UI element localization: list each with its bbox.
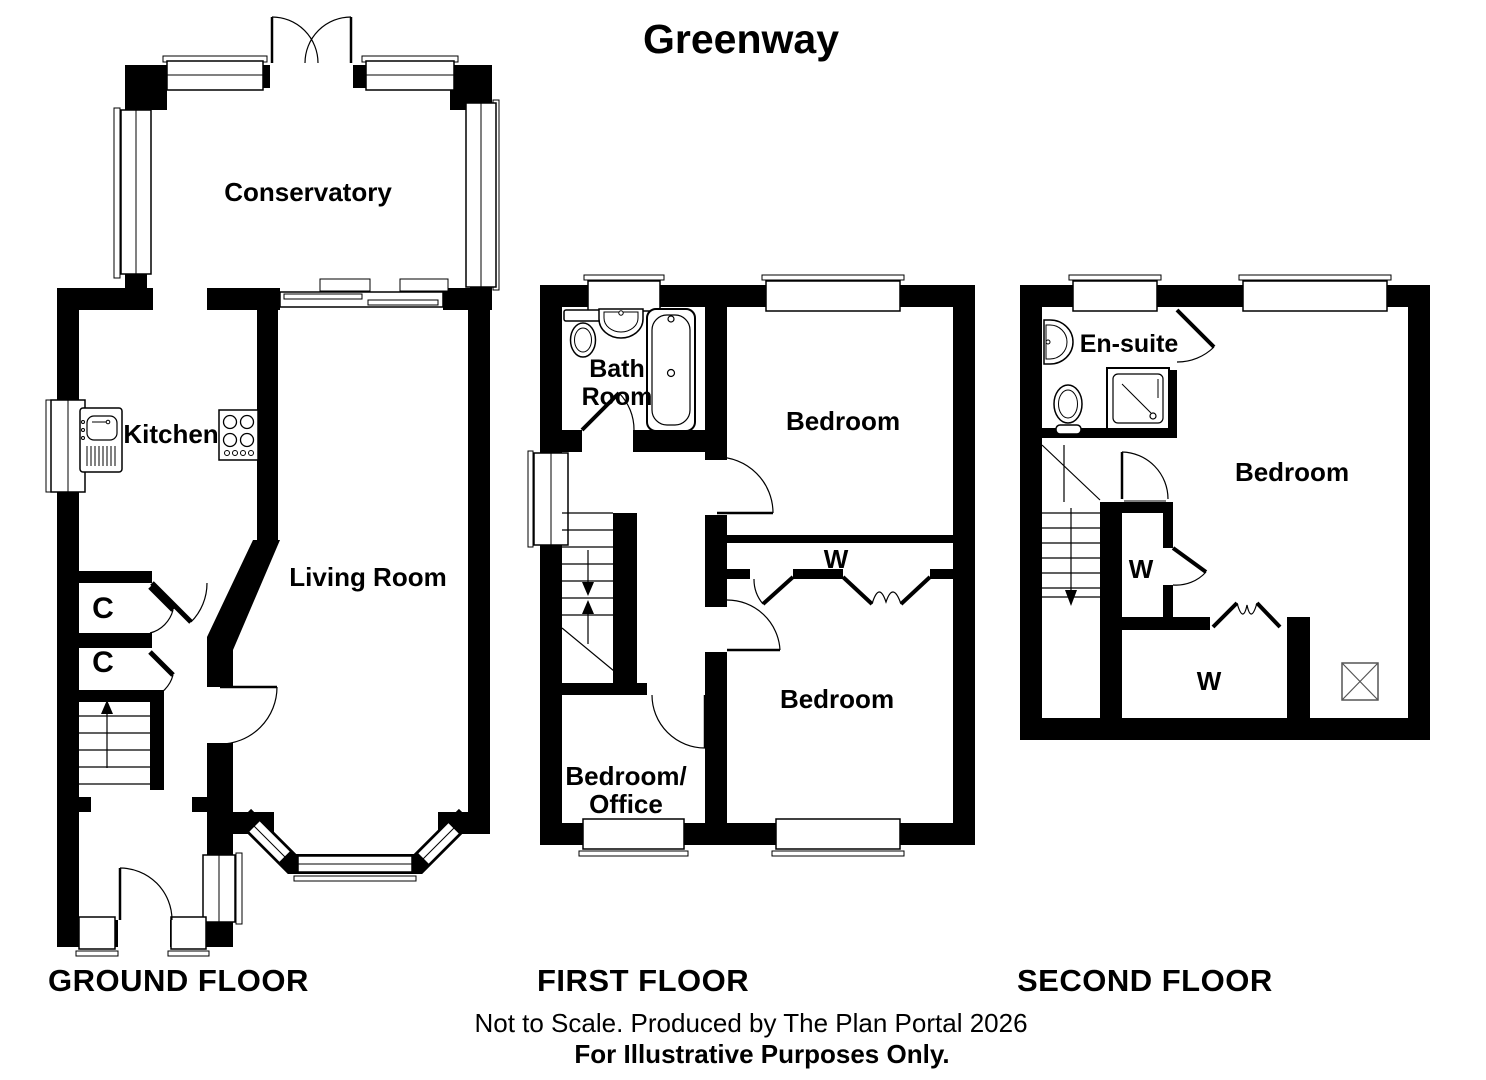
bay-window-left — [247, 819, 292, 864]
room-label-ensuite: En-suite — [1080, 330, 1179, 358]
living-room-door — [219, 685, 278, 745]
ground-floor-plan: Conservatory Kitchen Living Room C C — [45, 16, 500, 957]
patio-sliding-door — [279, 278, 449, 308]
wardrobe-2-door-bifold — [1211, 601, 1282, 629]
kitchen-door — [150, 581, 208, 624]
room-label-closet-2: C — [92, 646, 114, 679]
room-label-bedroom-office-1: Bedroom/ — [565, 761, 686, 791]
room-label-wardrobe-2: W — [1197, 666, 1222, 696]
closet-1-door — [148, 585, 175, 634]
bedroom-front-window — [761, 274, 905, 312]
kitchen-sink-icon — [79, 407, 123, 473]
wardrobe-door-single — [753, 575, 795, 606]
room-label-conservatory: Conservatory — [224, 177, 392, 207]
room-label-wardrobe-1: W — [1129, 554, 1154, 584]
stair-arrow-up-head-icon — [582, 600, 594, 614]
landing-window — [527, 450, 569, 548]
second-floor-plan: En-suite Bedroom W W — [1020, 274, 1430, 740]
page-title: Greenway — [643, 16, 839, 62]
room-label-bedroom-office-2: Office — [589, 789, 663, 819]
room-label-living-room: Living Room — [289, 562, 446, 592]
second-floor-staircase — [1041, 444, 1101, 606]
second-floor-title: SECOND FLOOR — [1017, 963, 1273, 998]
conservatory-window-left — [113, 107, 152, 279]
bedroom-top-door — [1120, 451, 1169, 502]
second-floor-walls — [1020, 285, 1430, 740]
basin-icon — [598, 308, 644, 339]
hall-side-window — [202, 852, 243, 925]
bedroom-back-window — [771, 818, 905, 857]
conservatory-window-top-right — [361, 55, 459, 91]
footer-disclaimer: Not to Scale. Produced by The Plan Porta… — [474, 1008, 1027, 1038]
bedroom-office-door — [651, 694, 707, 749]
entrance-window-right — [167, 916, 210, 957]
bay-window-right — [416, 821, 461, 866]
room-label-bathroom-2: Room — [582, 383, 653, 411]
room-label-bedroom-top: Bedroom — [1235, 457, 1349, 487]
first-floor-title: FIRST FLOOR — [537, 963, 749, 998]
wardrobe-door-bifold — [841, 575, 932, 606]
bathroom-window — [583, 274, 665, 312]
bedroom-front-door — [716, 456, 774, 515]
wardrobe-1-door — [1171, 546, 1208, 586]
conservatory-window-right — [465, 99, 500, 291]
ensuite-toilet-icon — [1053, 384, 1083, 435]
front-door — [118, 867, 173, 921]
ground-staircase — [79, 700, 150, 785]
conservatory-window-top-left — [162, 55, 268, 91]
bay-window-center — [293, 855, 417, 882]
ensuite-basin-icon — [1043, 319, 1074, 365]
footer: Not to Scale. Produced by The Plan Porta… — [474, 1008, 1027, 1069]
bathtub-icon — [646, 308, 696, 432]
toilet-icon — [563, 309, 603, 358]
ensuite-door — [1175, 308, 1216, 363]
stair-arrow-down-head-icon — [582, 582, 594, 596]
ensuite-window — [1068, 274, 1162, 312]
ground-floor-title: GROUND FLOOR — [48, 963, 309, 998]
ground-floor-walls — [57, 65, 492, 947]
stair-arrow-head-icon — [101, 700, 113, 714]
conservatory-double-door — [270, 16, 353, 64]
room-label-bedroom-front: Bedroom — [786, 406, 900, 436]
first-floor-plan: Bath Room Bedroom W Bedroom Bedroom/ Off… — [527, 274, 975, 857]
shower-icon — [1106, 367, 1170, 430]
room-label-closet-1: C — [92, 592, 114, 625]
room-label-wardrobe: W — [824, 544, 849, 574]
bedroom-back-door — [726, 599, 781, 652]
hob-icon — [218, 409, 259, 461]
bedroom-office-window — [578, 818, 689, 857]
bathroom-door — [580, 391, 635, 432]
first-floor-staircase — [561, 512, 638, 691]
first-floor-walls — [540, 285, 975, 845]
floor-titles: GROUND FLOOR FIRST FLOOR SECOND FLOOR — [48, 963, 1273, 998]
stair-arrow-head-icon — [1065, 590, 1077, 606]
bedroom-top-window — [1238, 274, 1392, 312]
chimney-icon — [1341, 662, 1379, 701]
footer-illustrative-note: For Illustrative Purposes Only. — [574, 1039, 949, 1069]
kitchen-window — [45, 399, 86, 493]
room-label-bedroom-back: Bedroom — [780, 684, 894, 714]
room-label-bathroom-1: Bath — [589, 355, 645, 383]
entrance-window-left — [75, 916, 119, 957]
closet-2-door — [148, 650, 175, 699]
room-label-kitchen: Kitchen — [123, 419, 218, 449]
